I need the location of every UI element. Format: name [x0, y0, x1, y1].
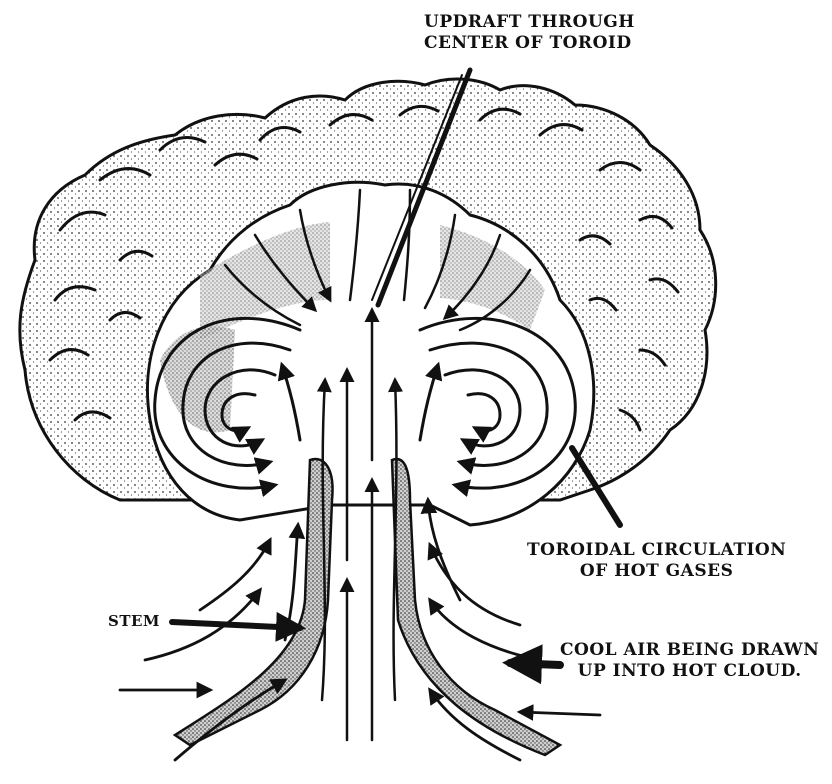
cool-air-label-line1: COOL AIR BEING DRAWN: [560, 640, 819, 660]
inflow-arrows: [120, 500, 600, 760]
updraft-label-line1: UPDRAFT THROUGH: [424, 12, 635, 32]
updraft-label: UPDRAFT THROUGH CENTER OF TOROID: [424, 12, 635, 54]
toroidal-label-line1: TOROIDAL CIRCULATION: [527, 540, 786, 560]
toroidal-label-line2: OF HOT GASES: [580, 561, 733, 581]
toroidal-circulation-label: TOROIDAL CIRCULATION OF HOT GASES: [527, 540, 786, 582]
cool-air-label: COOL AIR BEING DRAWN UP INTO HOT CLOUD.: [560, 640, 819, 682]
stem-pointer: [172, 622, 300, 628]
cool-air-pointer: [510, 663, 560, 665]
updraft-label-line2: CENTER OF TOROID: [424, 33, 632, 53]
cool-air-label-line2: UP INTO HOT CLOUD.: [578, 661, 802, 681]
stem-label: STEM: [108, 611, 160, 632]
